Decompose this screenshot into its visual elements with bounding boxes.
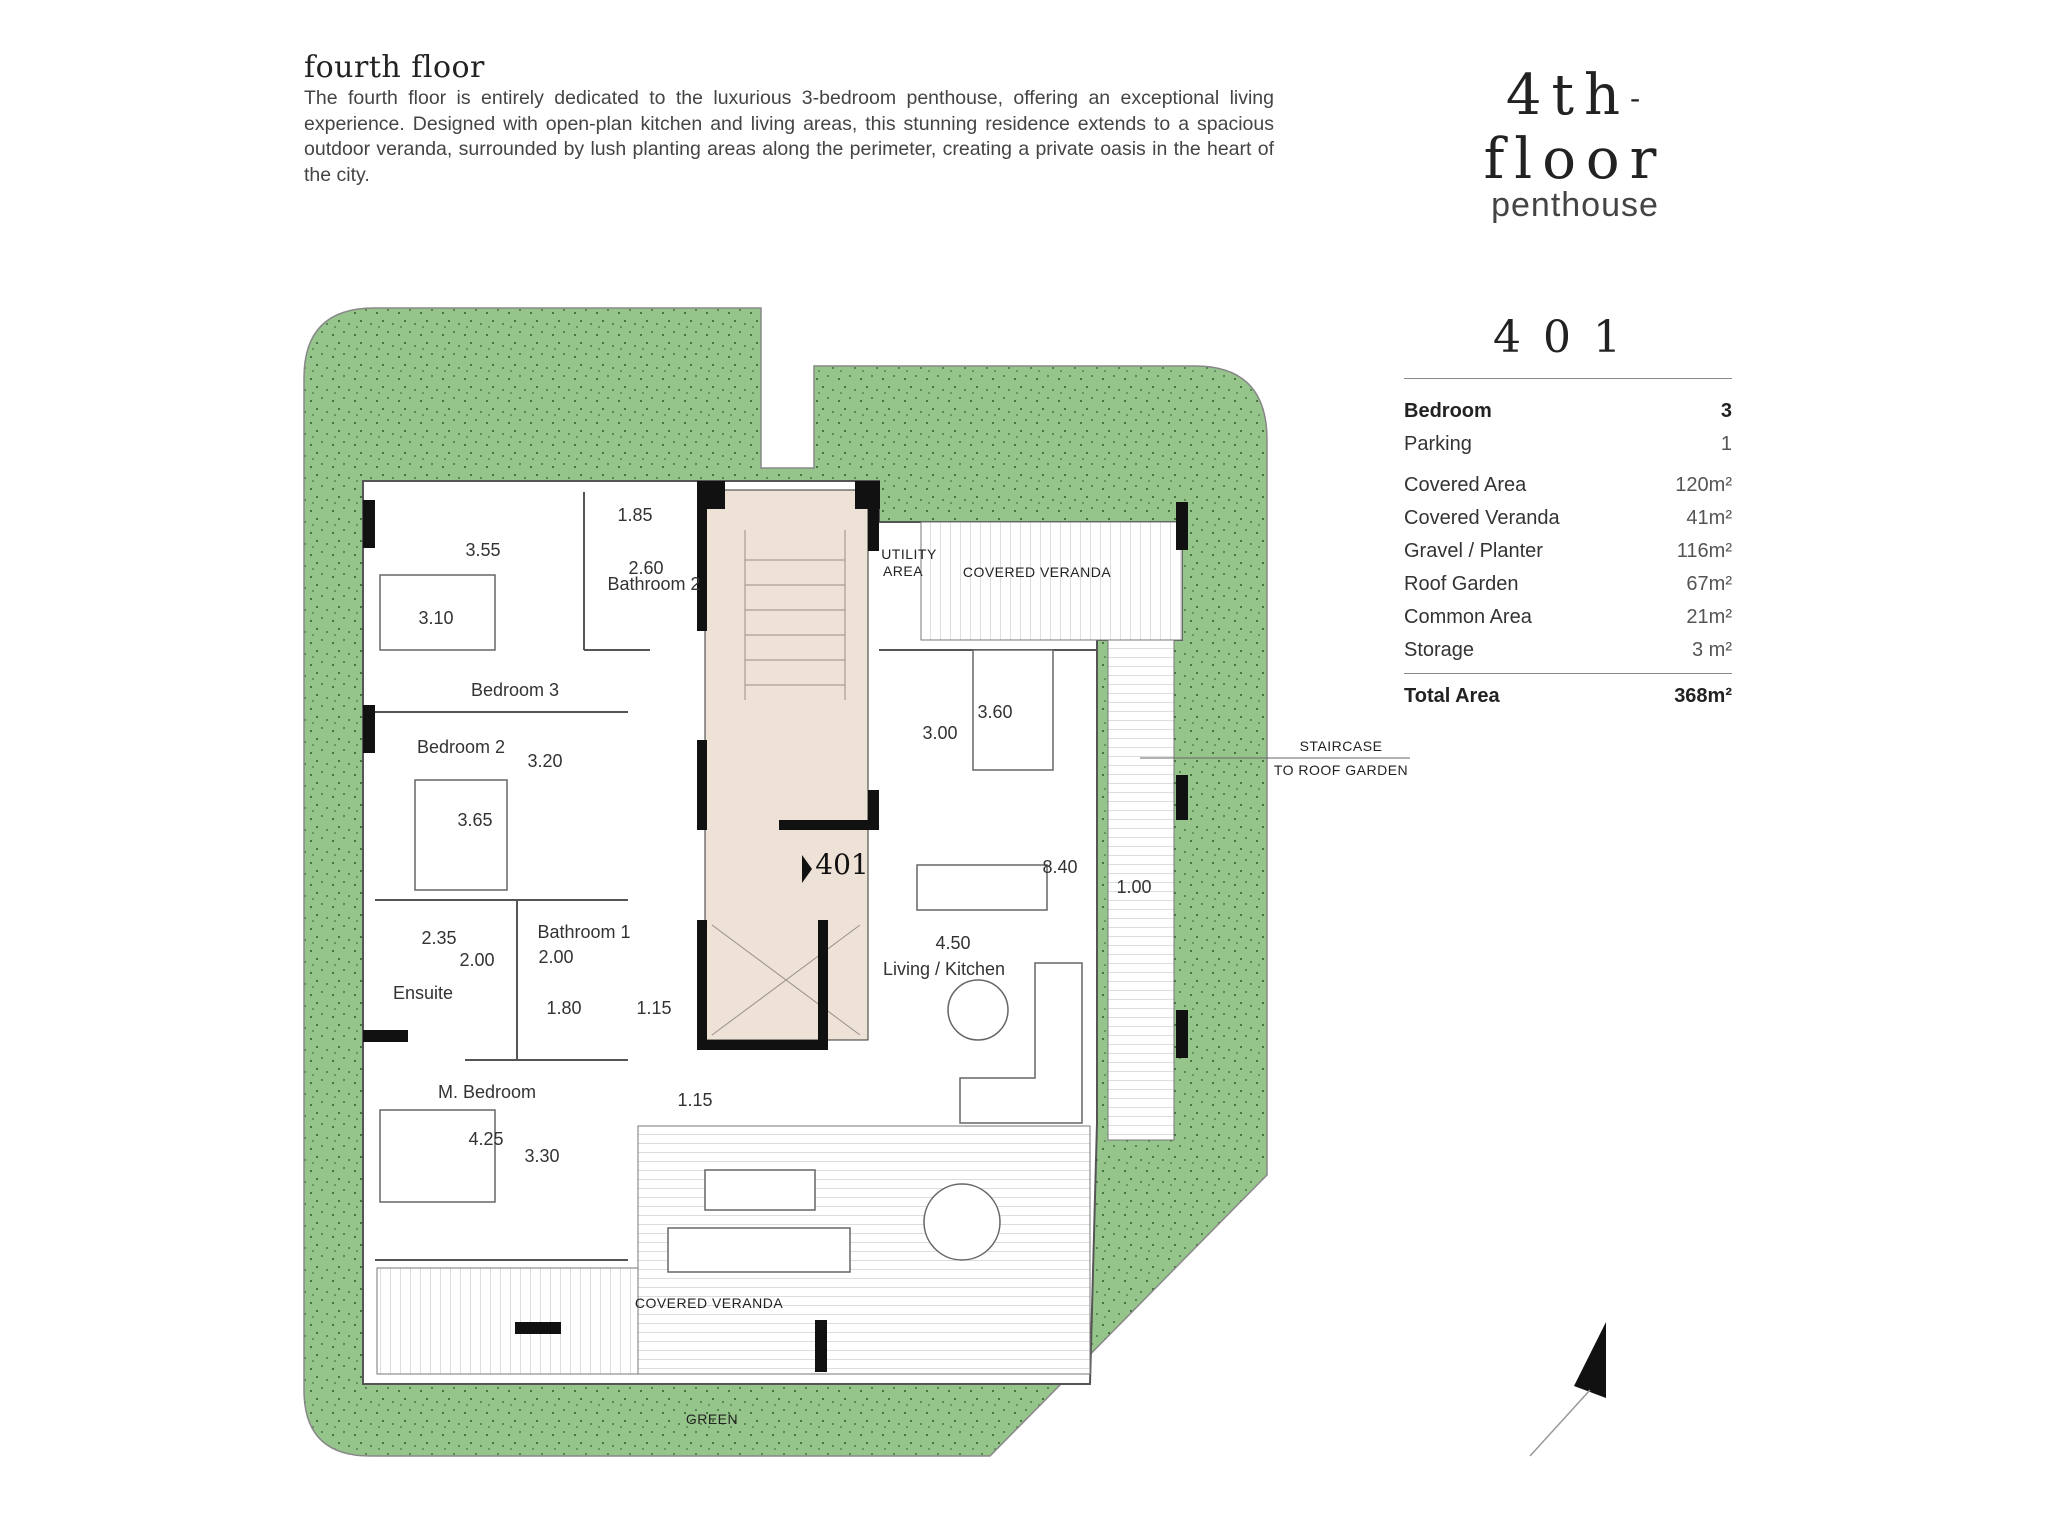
north-arrow-icon [1574,1322,1606,1398]
spec-row-bedroom: Bedroom 3 [1404,395,1732,428]
dim: 1.00 [1116,877,1151,897]
spec-row-parking: Parking 1 [1404,428,1732,461]
spec-row-covered-area: Covered Area 120m² [1404,469,1732,502]
label-covered-veranda-top: COVERED VERANDA [963,564,1111,580]
spec-label: Roof Garden [1404,573,1519,595]
label-bedroom3: Bedroom 3 [471,680,559,700]
label-to-roof-garden: TO ROOF GARDEN [1274,762,1408,778]
spec-value: 120m² [1675,474,1732,496]
spec-value: 116m² [1676,540,1732,562]
furniture [379,574,1083,1273]
room-labels: Bedroom 3 Bedroom 2 Bathroom 2 Bathroom … [393,546,1408,1427]
label-bathroom2: Bathroom 2 [607,574,700,594]
spec-value: 368m² [1674,685,1732,707]
label-utility: UTILITY [881,546,937,562]
coffee-table [947,979,1009,1041]
spec-value: 41m² [1686,507,1732,529]
spec-row-common-area: Common Area 21m² [1404,601,1732,634]
outdoor-table [923,1183,1001,1261]
floor-brand: 4th- floor penthouse [1420,66,1730,225]
dim: 4.50 [935,933,970,953]
bed-bedroom3 [379,574,496,651]
top-veranda [920,521,1183,641]
label-ensuite: Ensuite [393,983,453,1003]
label-covered-veranda-bottom: COVERED VERANDA [635,1295,783,1311]
unit-tag: 401 [815,848,868,881]
brand-heading: 4th- floor [1420,66,1730,190]
spec-label: Common Area [1404,606,1532,628]
dim: 1.80 [546,998,581,1018]
dim: 2.00 [538,947,573,967]
dim: 1.85 [617,505,652,525]
dim: 3.00 [922,723,957,743]
spec-label: Covered Area [1404,474,1527,496]
label-green: GREEN [686,1411,738,1427]
interior-partitions [375,492,1097,1261]
dim: 1.15 [636,998,671,1018]
label-utility-area: AREA [883,563,923,579]
bed-master [379,1109,496,1203]
spec-value: 67m² [1686,573,1732,595]
spec-label: Parking [1404,433,1472,455]
spec-row-total: Total Area 368m² [1404,673,1732,713]
dim: 3.60 [977,702,1012,722]
sofa [959,962,1083,1124]
brand-subtitle: penthouse [1491,185,1659,224]
dimension-labels: 1.85 3.55 2.60 3.10 3.20 3.65 2.35 2.00 … [418,505,1151,1166]
dim: 3.65 [457,810,492,830]
outdoor-sofa [704,1169,816,1211]
kitchen-island [972,649,1054,771]
spec-row-storage: Storage 3 m² [1404,634,1732,667]
dim: 1.15 [677,1090,712,1110]
entrance-arrow-icon [802,855,812,883]
spec-row-gravel-planter: Gravel / Planter 116m² [1404,535,1732,568]
spec-label: Total Area [1404,685,1500,707]
spec-row-roof-garden: Roof Garden 67m² [1404,568,1732,601]
label-staircase: STAIRCASE [1300,738,1383,754]
label-bathroom1: Bathroom 1 [537,922,630,942]
spec-value: 21m² [1686,606,1732,628]
spec-value: 3 [1720,400,1732,422]
floor-title: fourth floor [304,50,485,85]
stair-treads [711,530,861,1036]
outdoor-chairs [667,1227,851,1273]
brand-floor-word: floor [1483,126,1667,192]
dim: 4.25 [468,1129,503,1149]
spec-label: Gravel / Planter [1404,540,1543,562]
dim: 2.35 [421,928,456,948]
brand-dash: - [1630,81,1645,117]
spec-value: 3 m² [1692,639,1732,661]
roof-garden-staircase [1107,639,1175,1141]
spec-value: 1 [1720,433,1732,455]
spec-label: Covered Veranda [1404,507,1560,529]
dim: 2.00 [459,950,494,970]
dim: 3.55 [465,540,500,560]
unit-number: 401 [1493,312,1643,363]
floor-description: The fourth floor is entirely dedicated t… [304,87,1274,186]
dim: 3.30 [524,1146,559,1166]
label-master-bedroom: M. Bedroom [438,1082,536,1102]
dining-table [916,864,1048,911]
bed-bedroom2 [414,779,508,891]
spec-row-covered-veranda: Covered Veranda 41m² [1404,502,1732,535]
dim: 8.40 [1042,857,1077,877]
dim: 3.10 [418,608,453,628]
dim: 3.20 [527,751,562,771]
walls [363,481,1188,1372]
brand-floor-number: 4th [1505,63,1631,128]
spec-label: Storage [1404,639,1475,661]
spec-table: Bedroom 3 Parking 1 Covered Area 120m² Cove… [1404,378,1732,713]
label-living-kitchen: Living / Kitchen [883,959,1005,979]
stair-core [704,489,869,1041]
label-bedroom2: Bedroom 2 [417,737,505,757]
spec-label: Bedroom [1404,400,1492,422]
north-arrow-line [1529,1389,1591,1457]
bottom-veranda-strip [376,1267,639,1375]
dim: 2.60 [628,558,663,578]
